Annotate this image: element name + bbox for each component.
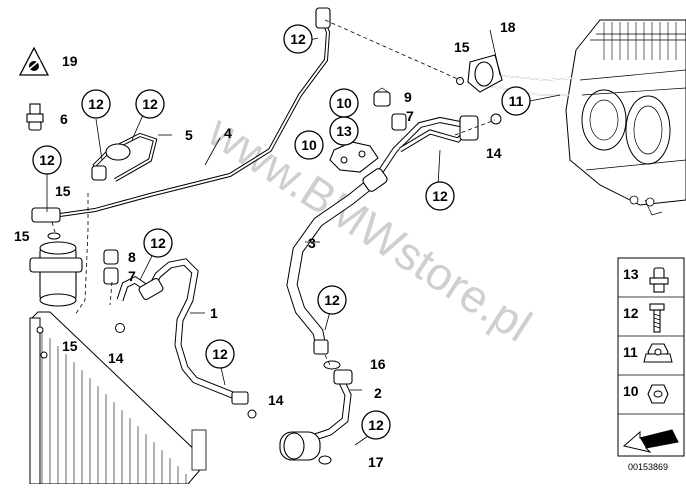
svg-text:11: 11 xyxy=(509,93,524,109)
svg-text:13: 13 xyxy=(623,266,639,282)
label-17: 17 xyxy=(368,454,384,470)
mounting-bracket xyxy=(329,141,379,173)
label-8: 8 xyxy=(128,249,136,265)
label-7-left: 7 xyxy=(128,268,136,284)
label-14-right: 14 xyxy=(486,145,502,161)
watermark-text: www.BMWstore.pl xyxy=(199,104,541,351)
label-1: 1 xyxy=(210,305,218,321)
legend-item-11[interactable]: 11 xyxy=(623,343,673,363)
dashed-guides xyxy=(51,19,496,366)
callout-12-hose1-bottom[interactable]: 12 xyxy=(205,339,235,369)
svg-text:13: 13 xyxy=(336,123,352,139)
callout-13-bracket[interactable]: 13 xyxy=(329,116,359,146)
warning-label xyxy=(18,46,50,76)
label-7-right: 7 xyxy=(406,108,414,124)
legend-item-12[interactable]: 12 xyxy=(623,303,665,333)
callout-12-hose5-left[interactable]: 12 xyxy=(81,89,111,119)
svg-text:10: 10 xyxy=(623,383,639,399)
label-15-b: 15 xyxy=(14,228,30,244)
receiver-dryer xyxy=(29,232,83,307)
evaporator-housing xyxy=(565,19,686,216)
svg-text:11: 11 xyxy=(623,344,638,360)
label-4: 4 xyxy=(224,125,232,141)
label-9: 9 xyxy=(404,89,412,105)
hose-part-1 xyxy=(115,258,257,419)
callout-12-hose5-right[interactable]: 12 xyxy=(135,89,165,119)
svg-text:12: 12 xyxy=(39,152,55,168)
label-19: 19 xyxy=(62,53,78,69)
callout-12-hose3-right[interactable]: 12 xyxy=(425,181,455,211)
label-16: 16 xyxy=(370,356,386,372)
pipe-part-4 xyxy=(31,7,331,223)
valve-caps-left xyxy=(103,249,119,285)
svg-text:12: 12 xyxy=(432,188,448,204)
svg-text:12: 12 xyxy=(324,292,340,308)
hose-part-2 xyxy=(279,369,353,465)
callout-12-hose2[interactable]: 12 xyxy=(361,410,391,440)
diagram-number: 00153869 xyxy=(628,462,668,472)
pressure-switch xyxy=(26,103,44,131)
label-14-left: 14 xyxy=(108,350,124,366)
label-15-d: 15 xyxy=(454,39,470,55)
label-2: 2 xyxy=(374,385,382,401)
callout-12-hose1-top[interactable]: 12 xyxy=(143,228,173,258)
hose-part-5 xyxy=(91,132,158,182)
callout-10-lower[interactable]: 10 xyxy=(294,130,324,160)
svg-text:12: 12 xyxy=(88,96,104,112)
legend-item-10[interactable]: 10 xyxy=(623,383,669,404)
svg-text:12: 12 xyxy=(150,235,166,251)
legend-arrow-icon xyxy=(622,429,679,453)
callout-10-upper[interactable]: 10 xyxy=(329,88,359,118)
svg-text:12: 12 xyxy=(623,305,639,321)
label-6: 6 xyxy=(60,111,68,127)
svg-text:12: 12 xyxy=(290,31,306,47)
callout-11[interactable]: 11 xyxy=(501,86,531,116)
label-18: 18 xyxy=(500,19,516,35)
legend-item-13[interactable]: 13 xyxy=(623,266,669,293)
svg-text:12: 12 xyxy=(212,346,228,362)
svg-text:10: 10 xyxy=(301,137,317,153)
callout-12-hose3-bottom[interactable]: 12 xyxy=(317,285,347,315)
label-14-bottom: 14 xyxy=(268,392,284,408)
svg-text:10: 10 xyxy=(336,95,352,111)
label-15-c: 15 xyxy=(62,338,78,354)
svg-text:12: 12 xyxy=(142,96,158,112)
fastener-legend: 13 12 11 10 xyxy=(617,257,685,457)
callout-12-dryer[interactable]: 12 xyxy=(32,145,62,175)
service-valves-upper xyxy=(373,87,407,131)
callout-12-top-center[interactable]: 12 xyxy=(283,24,313,54)
label-5: 5 xyxy=(185,127,193,143)
label-3: 3 xyxy=(308,235,316,251)
hose-part-3 xyxy=(286,113,502,370)
svg-text:12: 12 xyxy=(368,417,384,433)
label-15-a: 15 xyxy=(55,183,71,199)
